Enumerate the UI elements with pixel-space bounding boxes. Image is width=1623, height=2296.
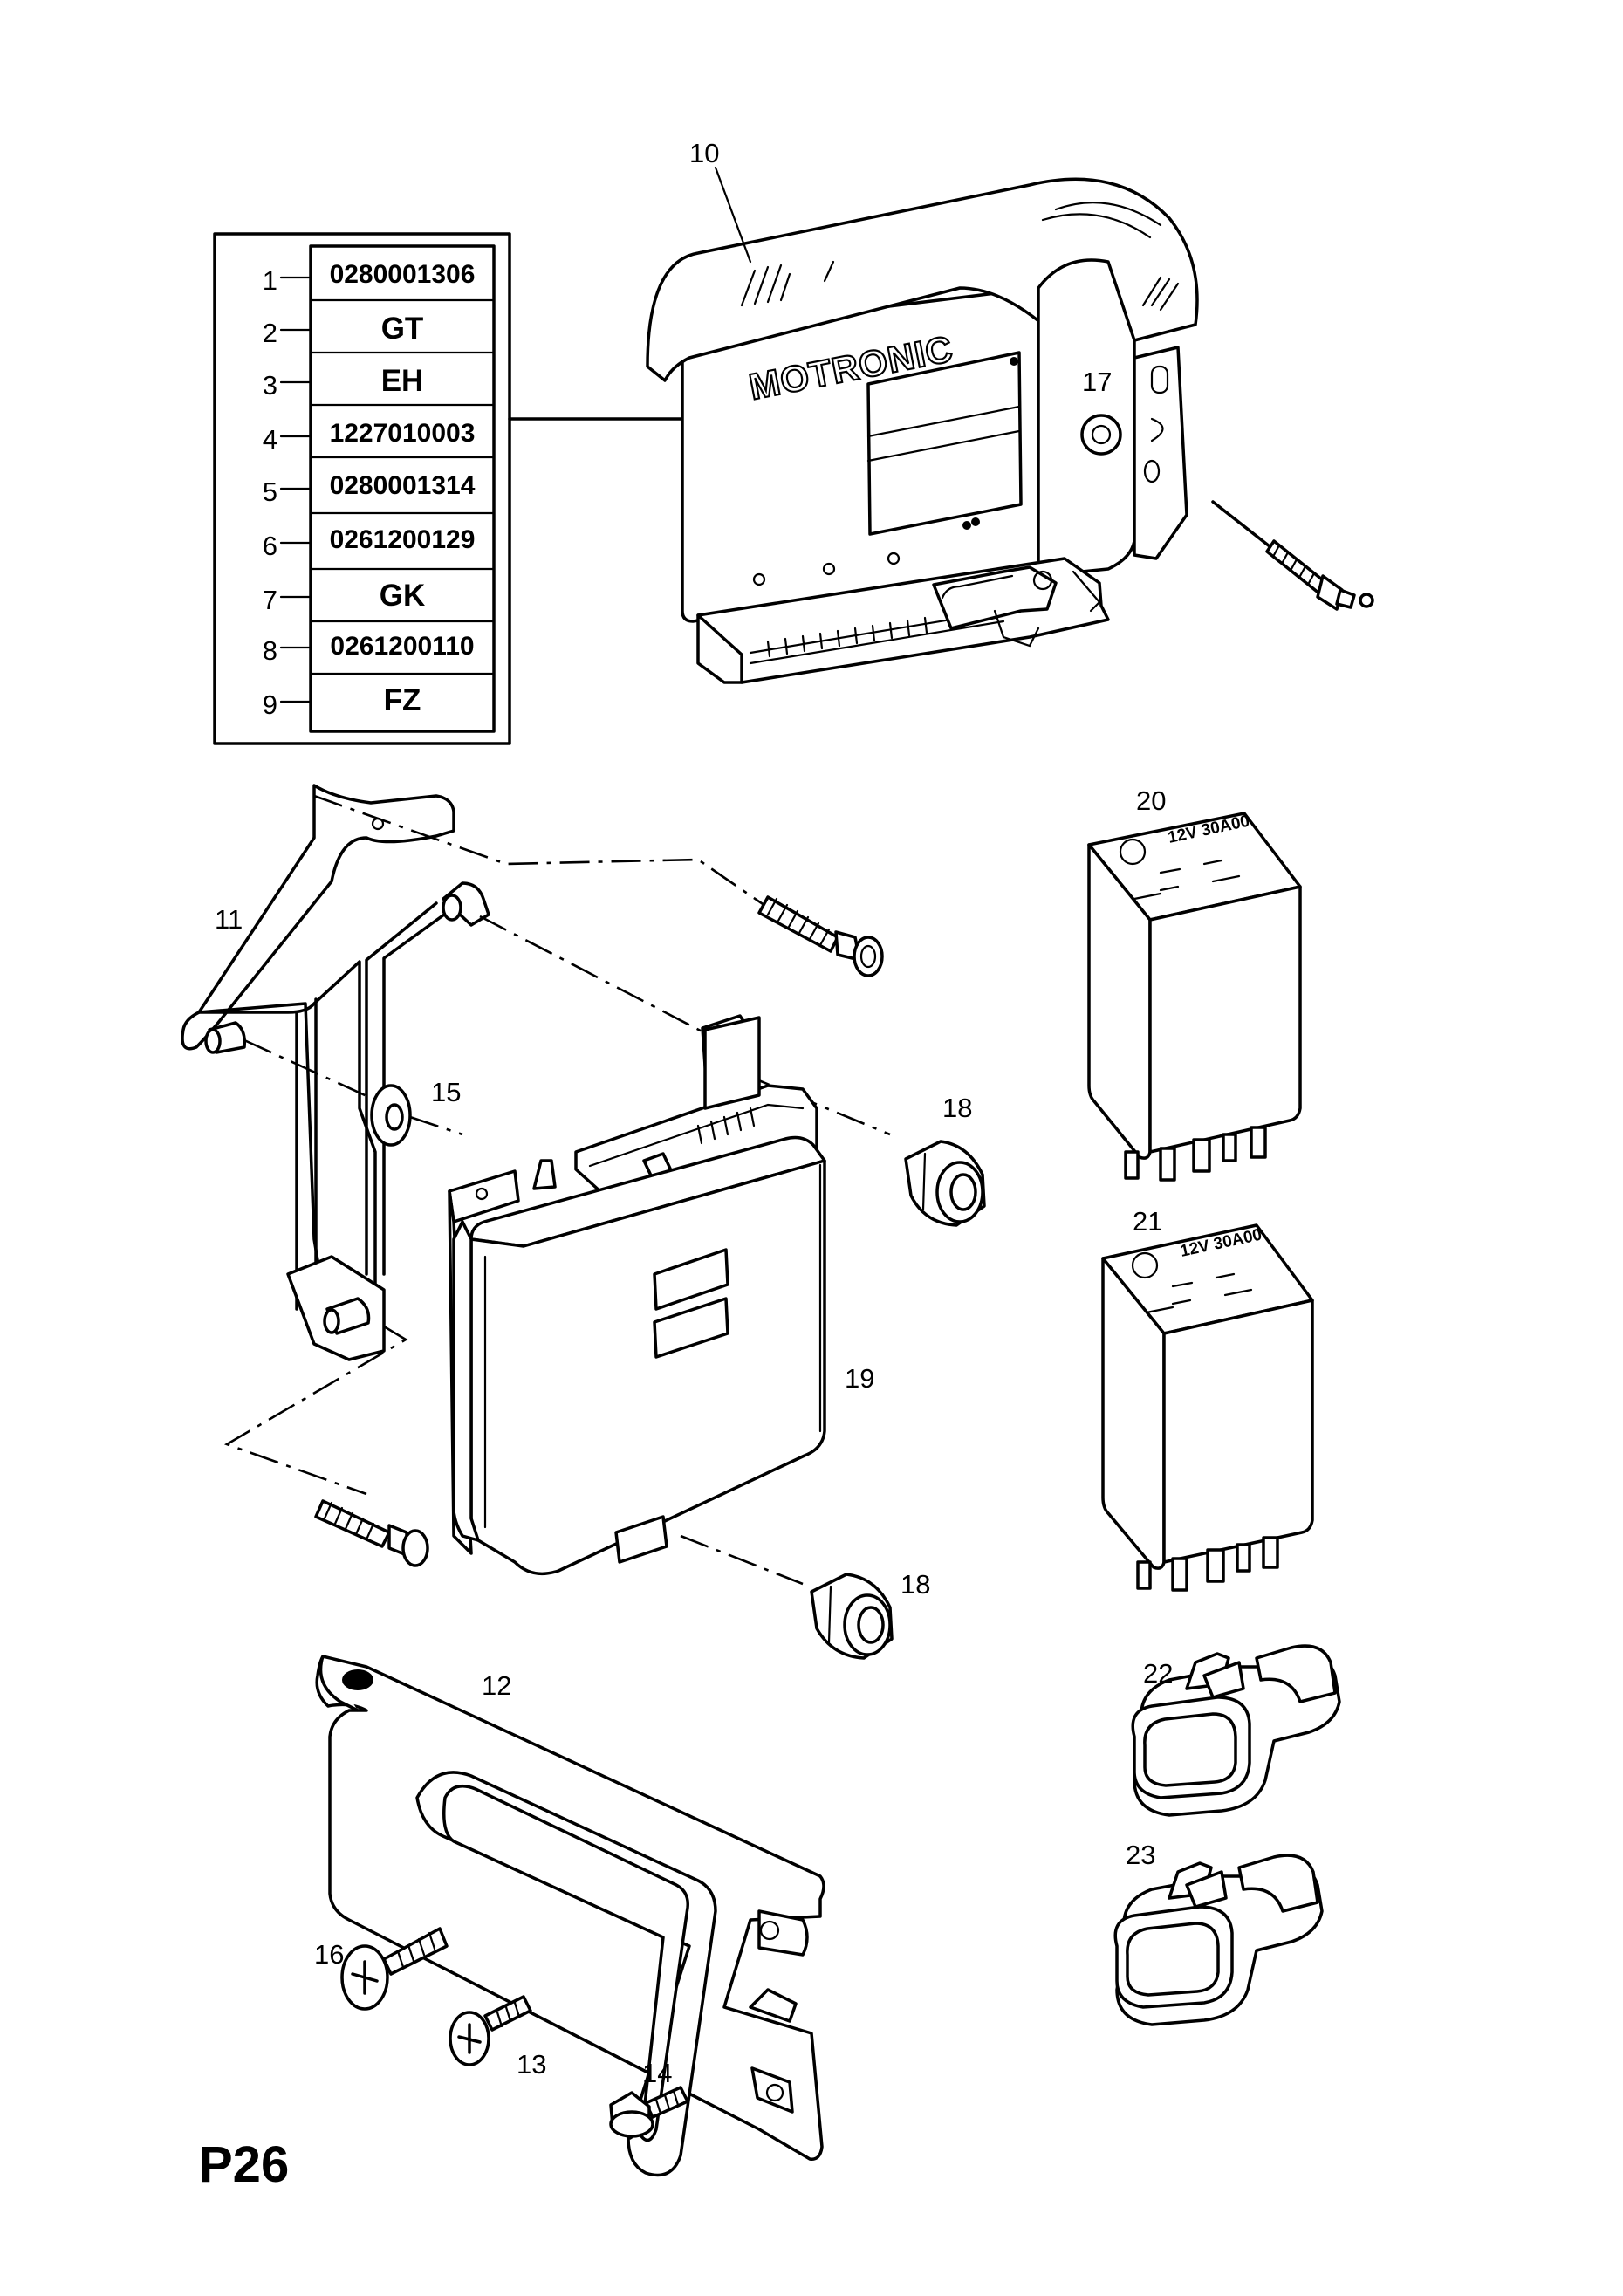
table-index-1: 1 [263, 265, 277, 296]
table-value-2: GT [381, 312, 424, 346]
table-index-5: 5 [263, 476, 277, 507]
part-22-connector [1131, 1644, 1341, 1817]
callout-12: 12 [482, 1670, 511, 1701]
callout-11: 11 [215, 904, 243, 935]
callout-21: 21 [1133, 1206, 1162, 1237]
part-15-washer [370, 1084, 412, 1147]
screw-bracket-bottom [314, 1499, 429, 1567]
screw-bracket-top [757, 895, 884, 977]
callout-16: 16 [314, 1939, 344, 1970]
callout-14: 14 [642, 2058, 672, 2088]
table-index-2: 2 [263, 318, 277, 348]
table-index-3: 3 [263, 370, 277, 401]
part-11-bracket [181, 784, 490, 1361]
callout-10: 10 [689, 138, 719, 168]
part-13-screw [449, 1995, 532, 2066]
table-value-9: FZ [384, 683, 421, 717]
callout-17: 17 [1082, 367, 1112, 397]
callout-15: 15 [431, 1077, 461, 1107]
part-12-lower-bracket [315, 1655, 825, 2177]
variant-table-frame [213, 232, 511, 745]
table-index-7: 7 [263, 585, 277, 615]
part-19-control-unit [448, 1014, 826, 1576]
part-21-relay: 12V 30A00 [1101, 1223, 1314, 1592]
table-index-6: 6 [263, 531, 277, 561]
callout-18-upper: 18 [942, 1093, 972, 1123]
callout-18-lower: 18 [901, 1569, 930, 1600]
table-value-8: 0261200110 [330, 632, 474, 661]
part-17-bolt-socket [1080, 414, 1122, 456]
table-value-4: 1227010003 [330, 419, 476, 448]
part-14-screw [609, 2086, 689, 2140]
table-index-4: 4 [263, 424, 277, 455]
screw-mounting-ecu [1211, 500, 1374, 611]
part-18-nut-lower [810, 1573, 894, 1660]
callout-23: 23 [1126, 1840, 1155, 1870]
callout-20: 20 [1136, 785, 1166, 816]
callout-leaders [714, 166, 752, 264]
table-value-1: 0280001306 [330, 260, 476, 289]
callout-19: 19 [845, 1363, 874, 1394]
table-value-5: 0280001314 [330, 471, 476, 500]
table-index-9: 9 [263, 689, 277, 720]
part-18-nut-upper [904, 1140, 986, 1227]
page-label: P26 [199, 2136, 289, 2193]
table-value-3: EH [381, 364, 424, 398]
variant-table: 1 2 3 4 5 6 7 8 9 0280001306 GT EH 12270… [213, 232, 873, 745]
table-value-7: GK [380, 579, 426, 613]
part-16-screw [340, 1927, 449, 2011]
table-value-6: 0261200129 [330, 525, 476, 554]
part-20-relay: 12V 30A00 [1087, 812, 1302, 1182]
callout-13: 13 [517, 2049, 546, 2080]
callout-22: 22 [1143, 1658, 1173, 1689]
part-10-motronic-control-unit: MOTRONIC [646, 177, 1199, 684]
assembly-lines [223, 794, 891, 1586]
part-10-label-plate [866, 351, 1023, 536]
part-23-connector [1113, 1854, 1324, 2026]
table-index-8: 8 [263, 635, 277, 666]
